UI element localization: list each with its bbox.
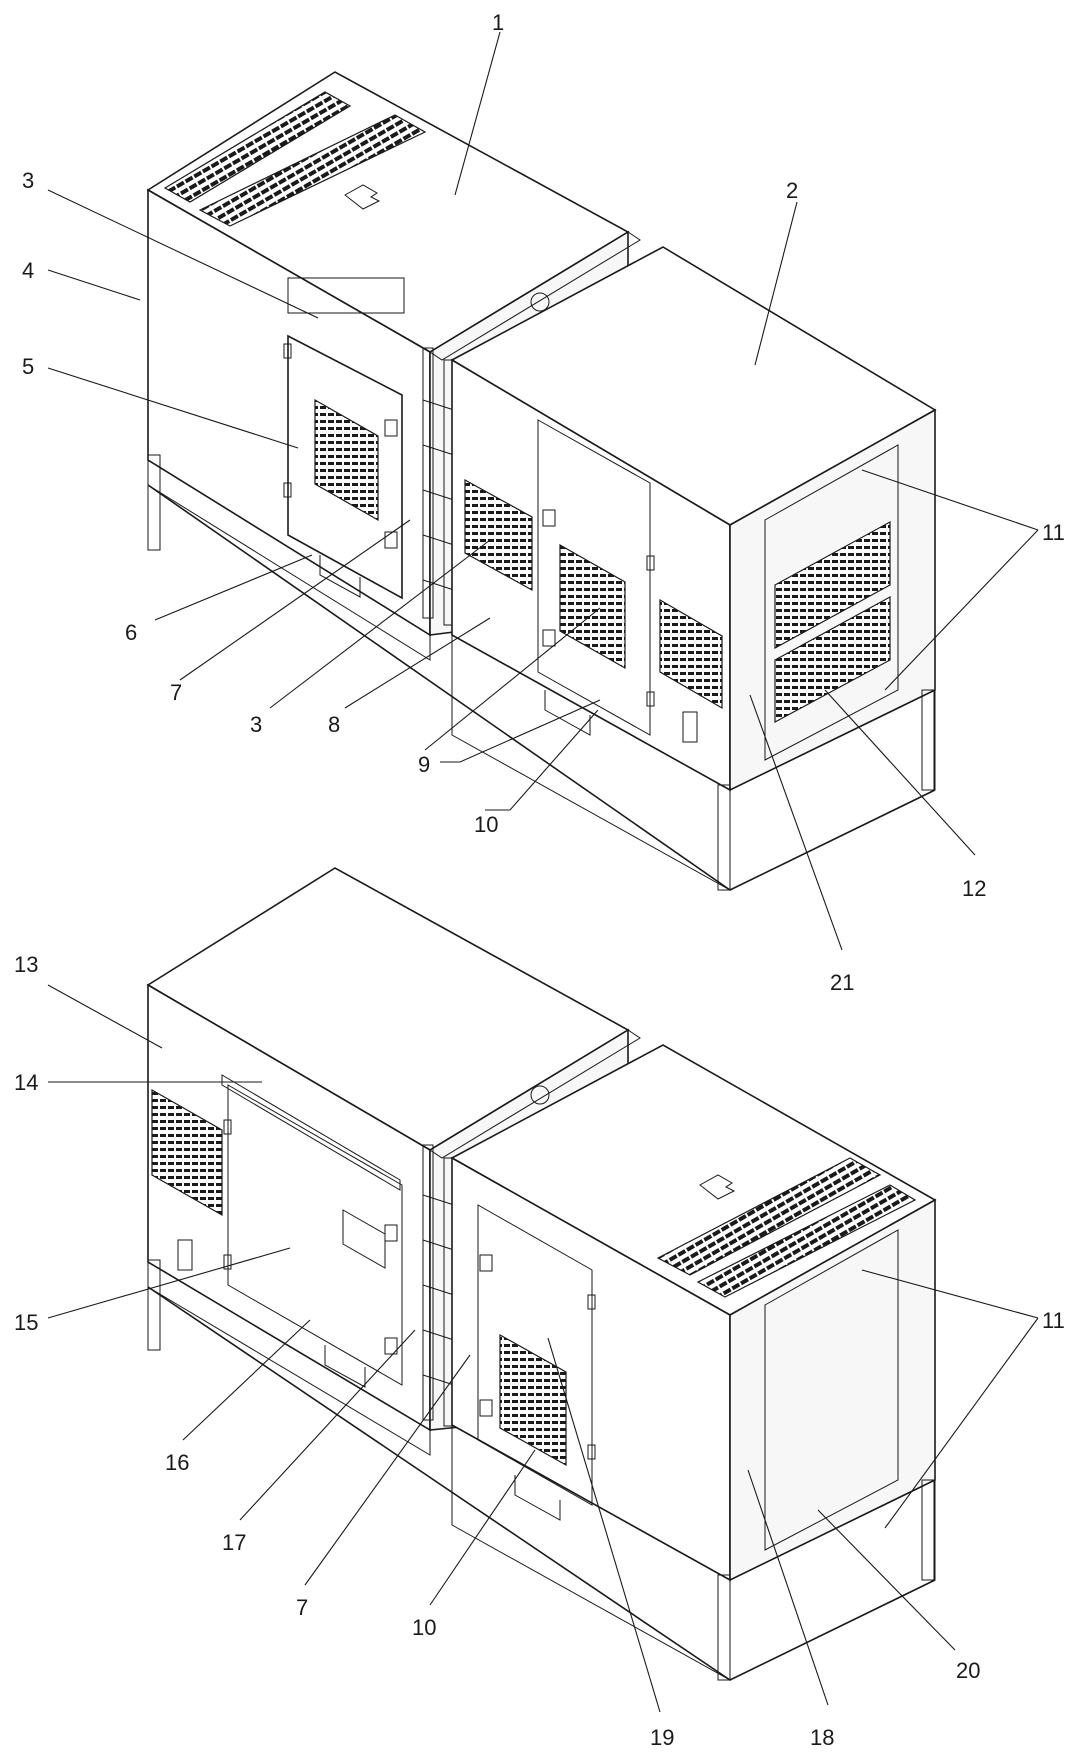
right-module-bottom: [450, 1044, 937, 1681]
callout-16: 16: [165, 1450, 189, 1475]
side-louver-21: [659, 598, 723, 710]
callout-13: 13: [14, 952, 38, 977]
callout-11a: 11: [1042, 520, 1065, 545]
callout-2: 2: [786, 178, 798, 203]
roof-grille-4: [696, 1184, 917, 1298]
side-louver-3: [464, 478, 533, 592]
leader-lines: [47, 31, 1039, 1713]
right-module-top: [450, 246, 937, 891]
door-louver-9: [559, 543, 626, 670]
callout-12: 12: [962, 876, 986, 901]
callout-20: 20: [956, 1658, 980, 1683]
callout-21: 21: [830, 970, 854, 995]
bottom-view: [146, 867, 937, 1681]
callout-9: 9: [418, 752, 430, 777]
callout-1: 1: [492, 10, 504, 35]
callout-3b: 3: [250, 712, 262, 737]
ladder-section-top: [422, 231, 641, 626]
callout-3a: 3: [22, 168, 34, 193]
callout-19: 19: [650, 1725, 674, 1750]
roof-grille-2: [198, 114, 427, 227]
top-view: [146, 71, 937, 891]
callout-4: 4: [22, 258, 34, 283]
callout-17: 17: [222, 1530, 246, 1555]
callout-6: 6: [125, 620, 137, 645]
door-louver-5: [314, 398, 379, 522]
end-louver-12a: [774, 520, 891, 650]
side-louver-13: [151, 1088, 223, 1217]
callout-15: 15: [14, 1310, 38, 1335]
roof-grille-1: [163, 91, 352, 203]
callout-11b: 11: [1042, 1308, 1065, 1333]
callout-7b: 7: [296, 1595, 308, 1620]
roof-grille-3: [656, 1157, 882, 1276]
door-louver-19: [499, 1333, 567, 1467]
callout-10a: 10: [474, 812, 498, 837]
callout-8: 8: [328, 712, 340, 737]
callout-10b: 10: [412, 1615, 436, 1640]
callout-5: 5: [22, 354, 34, 379]
end-louver-12b: [774, 595, 891, 724]
callout-18: 18: [810, 1725, 834, 1750]
callout-labels: 1 2 3 4 5 6 7 3 8 9 10 11 12 21 13 14 15…: [14, 10, 1065, 1750]
callout-7a: 7: [170, 680, 182, 705]
callout-14: 14: [14, 1070, 38, 1095]
